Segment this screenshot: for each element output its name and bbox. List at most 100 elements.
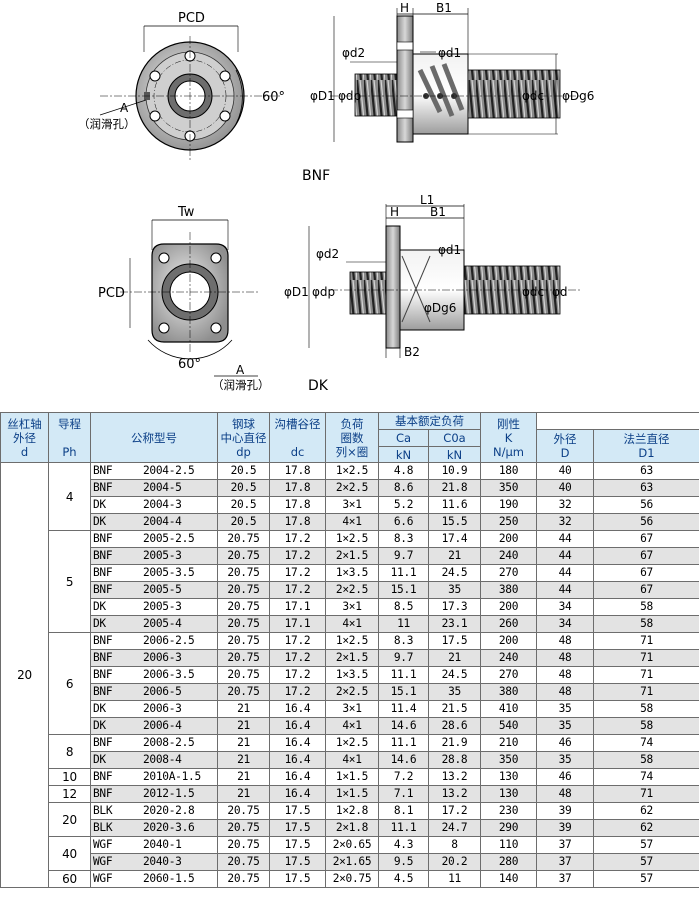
cell-coa: 21.8	[428, 479, 481, 497]
cell-dp: 20.75	[217, 819, 270, 837]
cell-dp: 20.75	[217, 632, 270, 650]
cell-D: 34	[536, 598, 594, 616]
cell-D1: 63	[593, 462, 699, 480]
bnf-dc-label: φdc	[522, 89, 544, 103]
cell-k: 270	[480, 564, 537, 582]
cell-coa: 10.9	[428, 462, 481, 480]
cell-circ: 3×1	[325, 598, 379, 616]
cell-dc: 17.8	[269, 513, 326, 531]
cell-k: 130	[480, 785, 537, 803]
cell-D1: 71	[593, 785, 699, 803]
cell-D1: 71	[593, 649, 699, 667]
cell-dp: 20.75	[217, 615, 270, 633]
cell-k: 200	[480, 632, 537, 650]
cell-D: 35	[536, 700, 594, 718]
model-series: BNF	[93, 787, 113, 800]
cell-ca: 14.6	[378, 717, 429, 735]
model-series: BNF	[93, 566, 113, 579]
cell-k: 140	[480, 870, 537, 888]
cell-coa: 35	[428, 581, 481, 599]
cell-dc: 17.8	[269, 479, 326, 497]
cell-ca: 11	[378, 615, 429, 633]
cell-dp: 20.5	[217, 496, 270, 514]
bnf-front-view: PCD 60° A （润滑孔）	[78, 11, 285, 160]
cell-ca: 6.6	[378, 513, 429, 531]
cell-dp: 21	[217, 734, 270, 752]
model-size: 2004-2.5	[143, 464, 195, 477]
dk-front-view: Tw PCD 60° A （润滑孔）	[98, 205, 270, 392]
cell-dc: 17.1	[269, 598, 326, 616]
cell-D1: 58	[593, 615, 699, 633]
cell-circ: 3×1	[325, 700, 379, 718]
model-cell: BNF 2012-1.5	[90, 785, 218, 803]
cell-circ: 1×2.5	[325, 734, 379, 752]
cell-k: 380	[480, 683, 537, 701]
header-blank	[536, 412, 699, 430]
model-size: 2004-3	[143, 498, 182, 511]
cell-D1: 62	[593, 819, 699, 837]
cell-k: 380	[480, 581, 537, 599]
cell-k: 270	[480, 666, 537, 684]
model-series: DK	[93, 617, 106, 630]
cell-D1: 74	[593, 734, 699, 752]
cell-coa: 21	[428, 649, 481, 667]
cell-dp: 20.75	[217, 547, 270, 565]
dk-l1-label: L1	[420, 193, 434, 207]
cell-dp: 20.75	[217, 870, 270, 888]
lead-cell: 60	[48, 870, 91, 888]
header-outer-dia: 外径 D	[536, 429, 594, 463]
cell-D1: 58	[593, 751, 699, 769]
model-size: 2010A-1.5	[143, 770, 201, 783]
bnf-side-view: H B1 φd2 φd1 φD1 φdp φdc φDg6 BNF	[302, 1, 594, 184]
cell-k: 260	[480, 615, 537, 633]
cell-ca: 8.6	[378, 479, 429, 497]
cell-coa: 24.7	[428, 819, 481, 837]
cell-dp: 20.75	[217, 564, 270, 582]
model-size: 2060-1.5	[143, 872, 195, 885]
cell-coa: 35	[428, 683, 481, 701]
cell-ca: 4.3	[378, 836, 429, 854]
cell-circ: 1×1.5	[325, 768, 379, 786]
cell-D1: 67	[593, 530, 699, 548]
model-series: BNF	[93, 464, 113, 477]
cell-k: 230	[480, 802, 537, 820]
lead-cell: 12	[48, 785, 91, 803]
bnf-dg6-label: φDg6	[562, 89, 594, 103]
dk-tw-label: Tw	[177, 205, 195, 220]
cell-coa: 21	[428, 547, 481, 565]
cell-ca: 14.6	[378, 751, 429, 769]
cell-D1: 56	[593, 513, 699, 531]
cell-k: 540	[480, 717, 537, 735]
cell-dc: 17.2	[269, 649, 326, 667]
header-groove-root: 沟槽谷径 dc	[269, 412, 326, 463]
bnf-D1-label: φD1	[310, 89, 335, 103]
cell-dp: 20.75	[217, 836, 270, 854]
model-series: DK	[93, 753, 106, 766]
dk-side-view: L1 H B1 φd2 φd1 φD1 φdp φDg6 φdc φd B2 D…	[284, 193, 580, 394]
cell-coa: 24.5	[428, 666, 481, 684]
cell-D1: 74	[593, 768, 699, 786]
model-series: BNF	[93, 634, 113, 647]
model-size: 2012-1.5	[143, 787, 195, 800]
cell-coa: 8	[428, 836, 481, 854]
cell-D: 46	[536, 768, 594, 786]
lead-cell: 40	[48, 836, 91, 871]
cell-D: 39	[536, 802, 594, 820]
dk-dp-label: φdp	[312, 285, 335, 299]
cell-dc: 16.4	[269, 768, 326, 786]
model-series: BNF	[93, 770, 113, 783]
model-series: BNF	[93, 583, 113, 596]
cell-k: 240	[480, 547, 537, 565]
cell-dc: 17.2	[269, 530, 326, 548]
lead-cell: 4	[48, 462, 91, 531]
